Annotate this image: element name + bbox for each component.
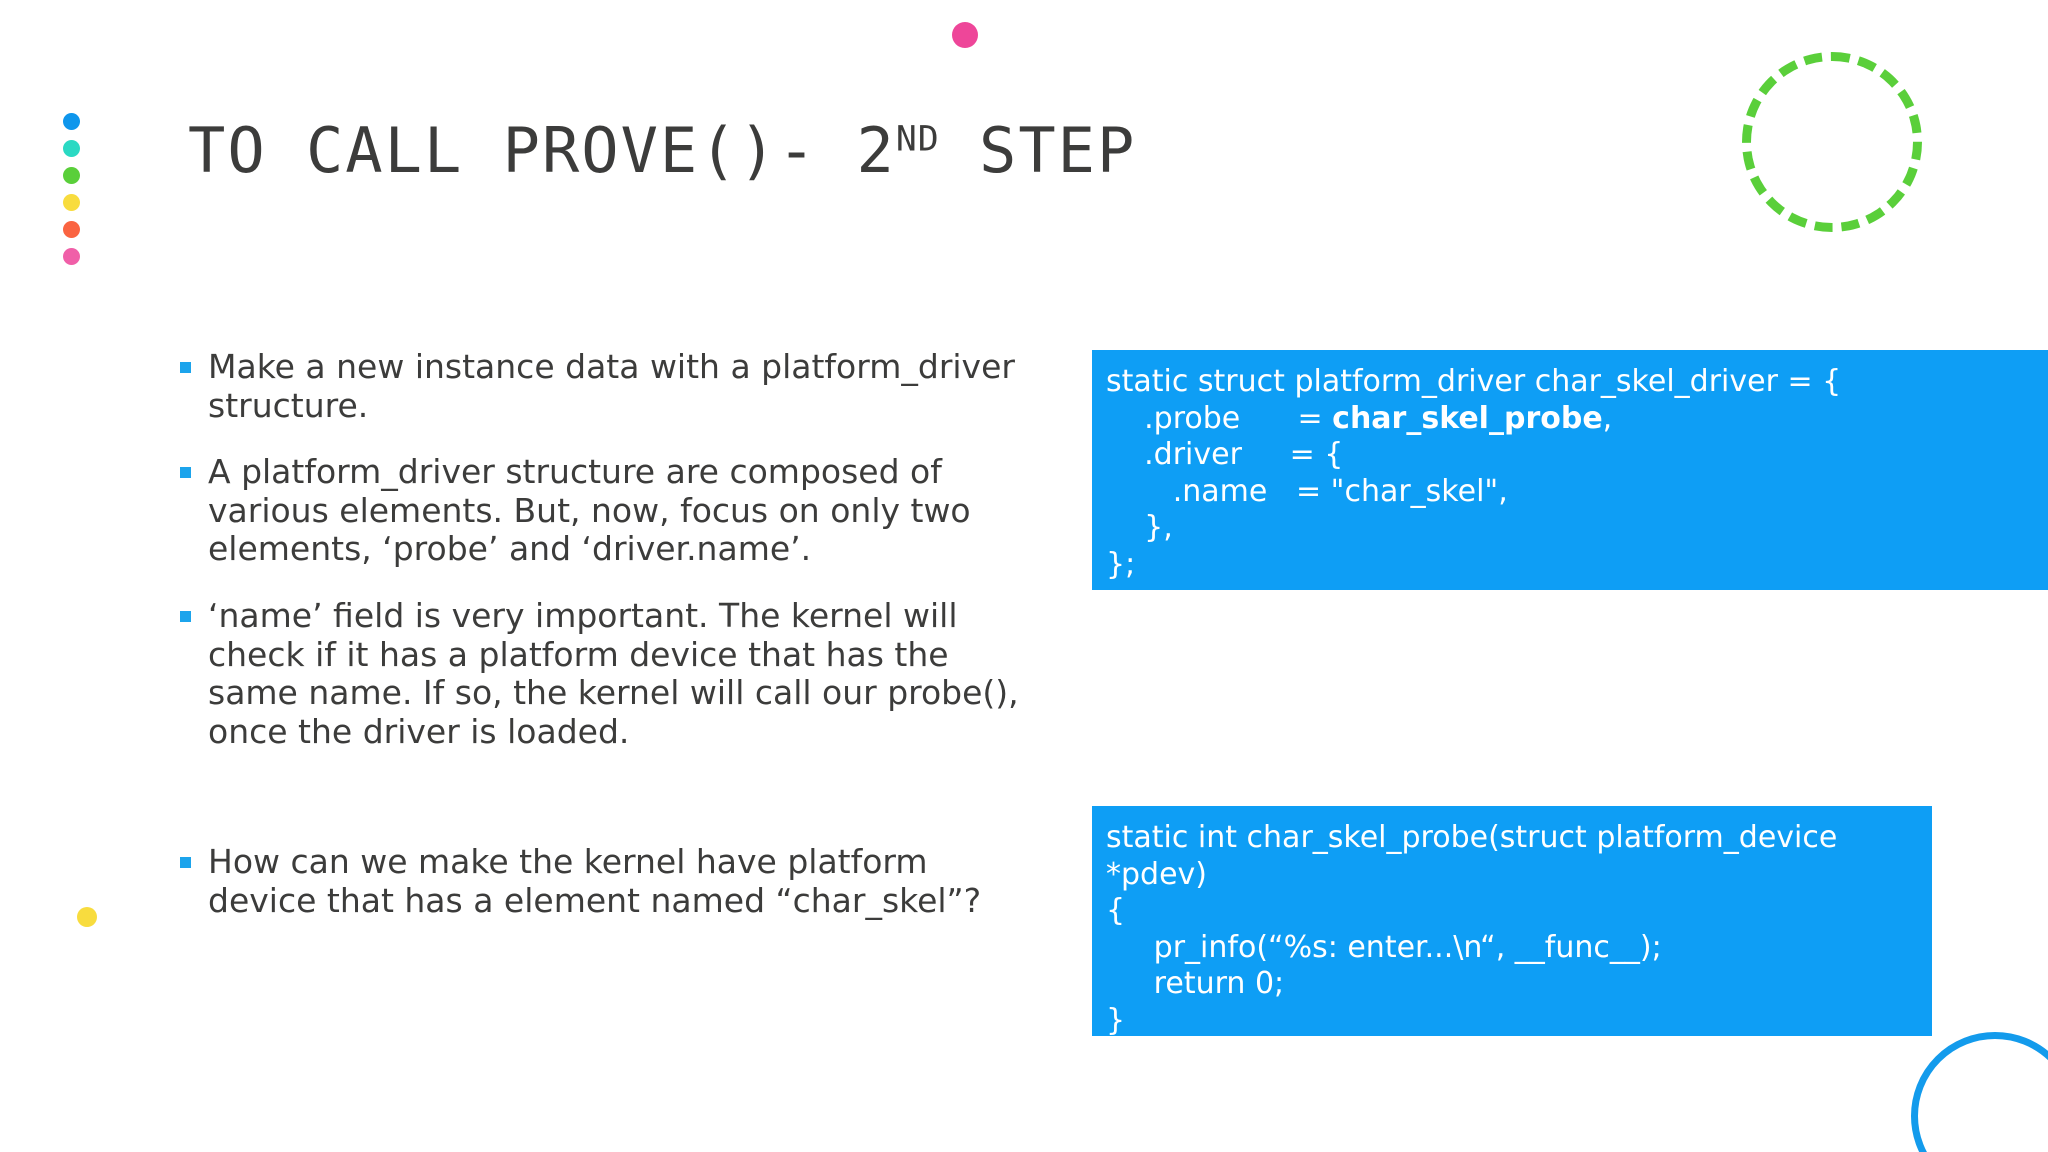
code-line: { bbox=[1106, 893, 1914, 930]
code-line: pr_info(“%s: enter...\n“, __func__); bbox=[1106, 930, 1914, 967]
bullet-text: ‘name’ field is very important. The kern… bbox=[208, 596, 1019, 751]
bullet-text: How can we make the kernel have platform… bbox=[208, 842, 982, 921]
bullet-item-3: How can we make the kernel have platform… bbox=[178, 843, 1038, 920]
decorative-dot-4 bbox=[63, 221, 80, 238]
slide-title: TO CALL PROVE()- 2ND STEP bbox=[188, 118, 1688, 183]
code-line: }; bbox=[1106, 547, 2048, 584]
code-text: .name = "char_skel", bbox=[1106, 473, 1508, 509]
decorative-dot-2 bbox=[63, 167, 80, 184]
code-text: return 0; bbox=[1106, 966, 1285, 1002]
code-text: } bbox=[1106, 1002, 1126, 1038]
code-line: .driver = { bbox=[1106, 437, 2048, 474]
code-line: static int char_skel_probe(struct platfo… bbox=[1106, 820, 1914, 857]
code-line: .probe = char_skel_probe, bbox=[1106, 401, 2048, 438]
code-line: *pdev) bbox=[1106, 857, 1914, 894]
decorative-dot-pink-top bbox=[952, 22, 978, 48]
bullet-list: Make a new instance data with a platform… bbox=[178, 347, 1038, 949]
decorative-dashed-circle-green bbox=[1742, 52, 1922, 232]
slide-title-tail: STEP bbox=[939, 114, 1137, 187]
code-line: static struct platform_driver char_skel_… bbox=[1106, 364, 2048, 401]
bullet-item-0: Make a new instance data with a platform… bbox=[178, 347, 1038, 425]
code-line: }, bbox=[1106, 510, 2048, 547]
code-line: .name = "char_skel", bbox=[1106, 474, 2048, 511]
bullet-marker-icon bbox=[180, 857, 191, 869]
bullet-text: Make a new instance data with a platform… bbox=[208, 347, 1015, 425]
code-text: .probe = bbox=[1106, 400, 1333, 436]
code-text: { bbox=[1106, 893, 1126, 929]
slide-title-ordinal-suffix: ND bbox=[895, 119, 940, 160]
bullet-marker-icon bbox=[180, 611, 191, 623]
code-text: }, bbox=[1106, 510, 1173, 546]
bullet-marker-icon bbox=[180, 467, 191, 479]
bullet-item-1: A platform_driver structure are composed… bbox=[178, 452, 1038, 569]
code-text: , bbox=[1602, 400, 1613, 436]
bullet-text: A platform_driver structure are composed… bbox=[208, 452, 971, 569]
decorative-dot-5 bbox=[63, 248, 80, 265]
code-box-platform-driver-struct: static struct platform_driver char_skel_… bbox=[1092, 350, 2048, 590]
slide-title-main: TO CALL PROVE()- 2 bbox=[188, 114, 896, 187]
code-text: static struct platform_driver char_skel_… bbox=[1106, 364, 1842, 399]
code-line: return 0; bbox=[1106, 966, 1914, 1003]
decorative-dot-yellow-left bbox=[77, 907, 97, 927]
decorative-ring-blue bbox=[1911, 1032, 2048, 1152]
code-text: .driver = { bbox=[1106, 437, 1344, 473]
decorative-dot-0 bbox=[63, 113, 80, 130]
code-text-emphasis: char_skel_probe bbox=[1332, 400, 1603, 436]
code-text: pr_info(“%s: enter...\n“, __func__); bbox=[1106, 929, 1662, 965]
decorative-dot-column bbox=[63, 113, 89, 275]
code-box-probe-function: static int char_skel_probe(struct platfo… bbox=[1092, 806, 1932, 1038]
decorative-dot-1 bbox=[63, 140, 80, 157]
decorative-dot-3 bbox=[63, 194, 80, 211]
code-line: } bbox=[1106, 1003, 1914, 1040]
bullet-marker-icon bbox=[180, 362, 191, 373]
code-text: static int char_skel_probe(struct platfo… bbox=[1106, 820, 1838, 855]
code-text: }; bbox=[1106, 546, 1136, 582]
code-text: *pdev) bbox=[1106, 856, 1208, 892]
bullet-item-2: ‘name’ field is very important. The kern… bbox=[178, 596, 1038, 751]
